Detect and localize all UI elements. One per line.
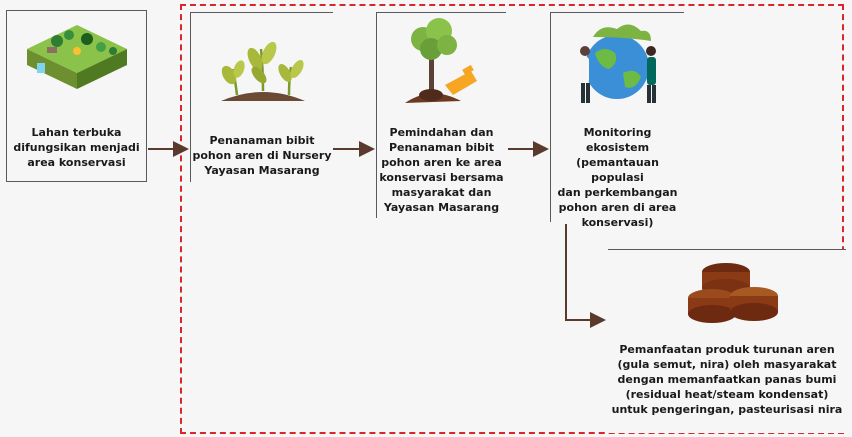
step-2-box: Penanaman bibit pohon aren di Nursery Ya…: [190, 12, 333, 182]
step-4-text: Monitoring ekosistem (pemantauan populas…: [557, 126, 678, 229]
step-2-text: Penanaman bibit pohon aren di Nursery Ya…: [192, 134, 332, 177]
step-5-box: Pemanfaatan produk turunan aren (gula se…: [608, 249, 846, 433]
step-5-text: Pemanfaatan produk turunan aren (gula se…: [611, 343, 843, 416]
step-1-box: Lahan terbuka difungsikan menjadi area k…: [6, 10, 147, 182]
palm-sugar-icon: [688, 263, 778, 323]
earth-people-icon: [580, 24, 656, 103]
step-4-box: Monitoring ekosistem (pemantauan populas…: [550, 12, 684, 229]
conservation-program-frame: [180, 4, 844, 434]
landscape-icon: [27, 25, 127, 89]
transplant-tree-icon: [405, 18, 477, 103]
step-1-text: Lahan terbuka difungsikan menjadi area k…: [13, 126, 140, 169]
arrow-step4-to-step5: [565, 224, 606, 328]
step-3-text: Pemindahan dan Penanaman bibit pohon are…: [379, 126, 504, 214]
step-3-box: Pemindahan dan Penanaman bibit pohon are…: [376, 12, 506, 218]
seedling-icon: [221, 41, 305, 101]
